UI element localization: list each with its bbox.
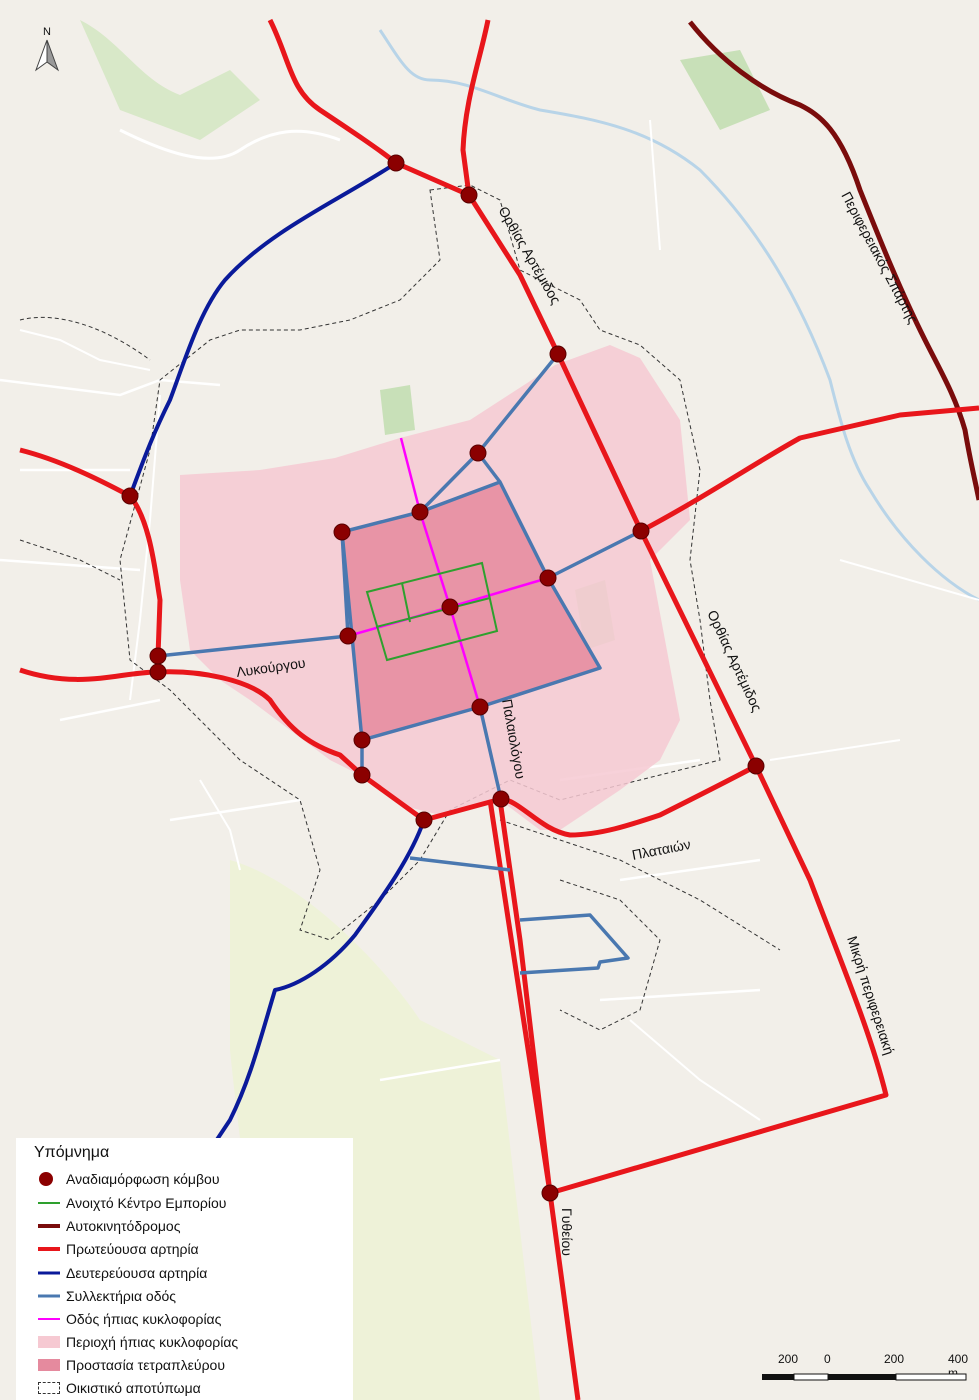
legend-item-footprint: Οικιστικό αποτύπωμα (36, 1377, 201, 1399)
legend-motorway-line-icon (36, 1218, 62, 1234)
legend-item-primary: Πρωτεύουσα αρτηρία (36, 1238, 199, 1260)
legend-item-calm-street: Οδός ήπιας κυκλοφορίας (36, 1308, 221, 1330)
junction-node[interactable] (441, 598, 459, 616)
north-arrow: N (32, 22, 62, 72)
legend-item-calm-area: Περιοχή ήπιας κυκλοφορίας (36, 1331, 238, 1353)
square-protection-area (342, 482, 600, 740)
legend-item-secondary: Δευτερεύουσα αρτηρία (36, 1262, 207, 1284)
open-commerce-centre (365, 561, 499, 662)
legend-item-label: Περιοχή ήπιας κυκλοφορίας (66, 1334, 239, 1350)
north-arrow-label: N (43, 26, 51, 38)
scale-label: 0 (824, 1352, 831, 1366)
legend-square-protection-box-icon (36, 1357, 62, 1373)
scale-label: 200 (778, 1352, 799, 1366)
legend-collector-line-icon (36, 1288, 62, 1304)
legend-item-label: Οικιστικό αποτύπωμα (66, 1380, 201, 1396)
junction-node[interactable] (471, 698, 489, 716)
junction-node[interactable] (549, 345, 567, 363)
junction-node[interactable] (121, 487, 139, 505)
legend-item-label: Ανοιχτό Κέντρο Εμπορίου (66, 1195, 227, 1211)
junction-node[interactable] (149, 647, 167, 665)
junction-node[interactable] (469, 444, 487, 462)
legend-item-label: Δευτερεύουσα αρτηρία (66, 1265, 208, 1281)
legend-item-collector: Συλλεκτήρια οδός (36, 1285, 176, 1307)
legend-item-label: Συλλεκτήρια οδός (66, 1288, 177, 1304)
junction-node[interactable] (415, 811, 433, 829)
junction-node[interactable] (747, 757, 765, 775)
scale-bar: 200 0 200 400 m (760, 1352, 979, 1400)
settlement-footprint (19, 184, 781, 1031)
junction-node[interactable] (541, 1184, 559, 1202)
legend-item-node: Αναδιαμόρφωση κόμβου (36, 1168, 220, 1190)
street-label-gytheiou: Γυθείου (559, 1208, 575, 1256)
legend-item-label: Πρωτεύουσα αρτηρία (66, 1241, 199, 1257)
junction-node[interactable] (632, 522, 650, 540)
legend-item-label: Αναδιαμόρφωση κόμβου (66, 1171, 220, 1187)
legend-calm-area-box-icon (36, 1334, 62, 1350)
legend-secondary-line-icon (36, 1265, 62, 1281)
scale-bar-graphic (762, 1373, 967, 1381)
junction-node[interactable] (333, 523, 351, 541)
legend-item-label: Οδός ήπιας κυκλοφορίας (66, 1311, 222, 1327)
legend-item-square-protection: Προστασία τετραπλεύρου (36, 1354, 225, 1376)
junction-node[interactable] (539, 569, 557, 587)
legend-item-motorway: Αυτοκινητόδρομος (36, 1215, 180, 1237)
legend-title: Υπόμνημα (34, 1144, 110, 1161)
junction-node[interactable] (339, 627, 357, 645)
legend-calm-street-line-icon (36, 1311, 62, 1327)
junction-node[interactable] (353, 766, 371, 784)
legend: Υπόμνημα Αναδιαμόρφωση κόμβου Ανοιχτό Κέ… (16, 1138, 353, 1400)
junction-node[interactable] (411, 503, 429, 521)
motorway-periferiakos (688, 20, 979, 501)
junction-node[interactable] (353, 731, 371, 749)
junction-node[interactable] (460, 186, 478, 204)
secondary-arteries (128, 161, 426, 1152)
junction-node[interactable] (387, 154, 405, 172)
scale-label: 400 m (948, 1352, 969, 1380)
legend-green-line-icon (36, 1195, 62, 1211)
legend-node-dot-icon (36, 1171, 62, 1187)
legend-footprint-box-icon (36, 1380, 62, 1396)
legend-item-label: Προστασία τετραπλεύρου (66, 1357, 225, 1373)
node-layer (121, 154, 765, 1202)
legend-primary-line-icon (36, 1241, 62, 1257)
legend-item-commerce: Ανοιχτό Κέντρο Εμπορίου (36, 1192, 226, 1214)
scale-label: 200 (884, 1352, 905, 1366)
junction-node[interactable] (149, 663, 167, 681)
junction-node[interactable] (492, 790, 510, 808)
legend-item-label: Αυτοκινητόδρομος (66, 1218, 181, 1234)
